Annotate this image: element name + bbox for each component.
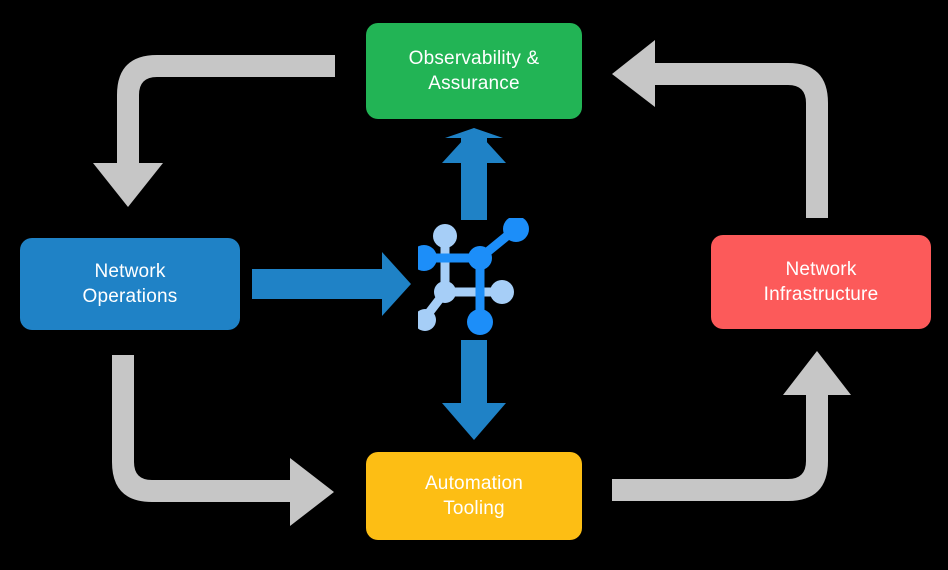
network-mesh-icon bbox=[411, 216, 538, 338]
mesh-node-left bbox=[411, 245, 437, 271]
node-network-operations[interactable]: Network Operations bbox=[20, 238, 240, 330]
arrow-network-infrastructure-to-observability bbox=[612, 40, 828, 218]
arrow-center-to-observability-head bbox=[442, 128, 506, 163]
mesh-nodes-dark bbox=[411, 216, 529, 335]
arrow-observability-to-network-operations bbox=[93, 55, 335, 207]
mesh-node-mid-left bbox=[434, 281, 456, 303]
mesh-node-mid-right bbox=[490, 280, 514, 304]
arrow-center-to-observability-shaft bbox=[461, 155, 487, 220]
node-observability-assurance-label: Observability & Assurance bbox=[408, 47, 540, 94]
arrow-automation-tooling-to-network-infrastructure bbox=[612, 351, 851, 501]
node-automation-tooling[interactable]: Automation Tooling bbox=[366, 452, 582, 540]
node-network-infrastructure-label: Network Infrastructure bbox=[763, 258, 879, 305]
arrow-center-to-automation-head bbox=[442, 403, 506, 440]
network-mesh-icon-svg bbox=[411, 216, 529, 335]
arrow-center-to-automation-shaft bbox=[461, 340, 487, 405]
arrow-ops-to-center bbox=[252, 252, 411, 316]
mesh-node-center bbox=[468, 246, 492, 270]
arrow-network-operations-to-automation-tooling bbox=[112, 355, 334, 526]
mesh-nodes-light bbox=[414, 224, 514, 331]
mesh-node-top-right bbox=[503, 216, 529, 242]
mesh-node-bottom-left bbox=[414, 309, 436, 331]
node-observability-assurance[interactable]: Observability & Assurance bbox=[366, 23, 582, 119]
mesh-node-top-left bbox=[433, 224, 457, 248]
node-automation-tooling-label: Automation Tooling bbox=[424, 472, 524, 519]
mesh-node-bottom bbox=[467, 309, 493, 335]
node-network-operations-label: Network Operations bbox=[82, 260, 178, 307]
node-network-infrastructure[interactable]: Network Infrastructure bbox=[711, 235, 931, 329]
